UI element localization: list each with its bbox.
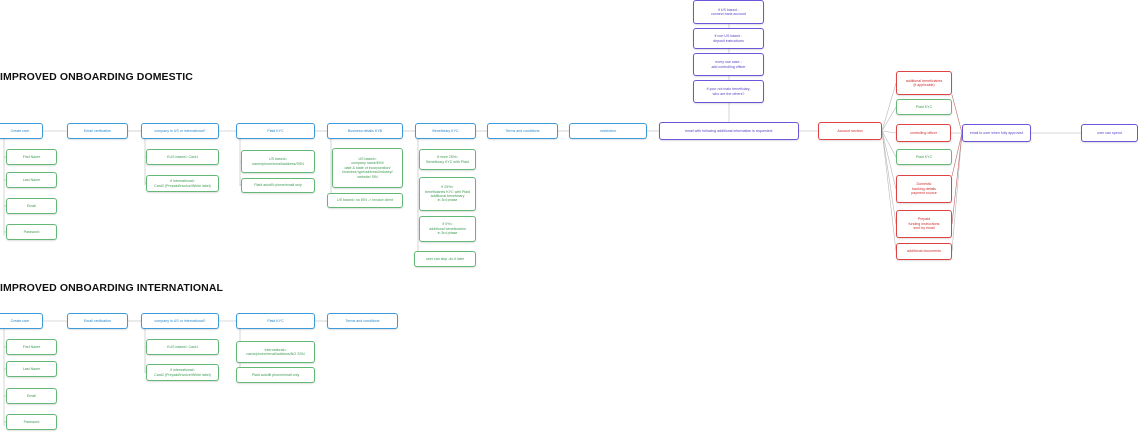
business-details-node[interactable]: Business details KYB <box>327 123 403 139</box>
plaid-autofill-node[interactable]: Plaid autofill phone/email only <box>241 178 315 193</box>
email-when-approved-node[interactable]: email to user when fully approved <box>962 124 1031 142</box>
international-section-title: IMPROVED ONBOARDING INTERNATIONAL <box>0 282 224 294</box>
last-name-node[interactable]: Last Name <box>6 172 57 188</box>
intl-us-based-card1-node[interactable]: if US based= Card1 <box>146 339 219 355</box>
email-node[interactable]: Email <box>6 198 57 214</box>
beneficiary-less-25-node[interactable]: if 25%< beneficiaries KYC with Plaid add… <box>419 177 476 211</box>
main-beneficiary-node[interactable]: if your not main beneficiary, who are th… <box>693 80 764 103</box>
password-node[interactable]: Password <box>6 224 57 240</box>
email-requested-node[interactable]: email with following additional informat… <box>659 122 799 140</box>
deposit-instructions-node[interactable]: if non US based - deposit instructions <box>693 28 764 49</box>
intl-international-plaid-node[interactable]: International= name/phone/email/address/… <box>236 341 315 363</box>
domestic-section-title: IMPROVED ONBOARDING DOMESTIC <box>0 71 193 83</box>
us-based-business-node[interactable]: US based= company name/EIN/ date & state… <box>332 148 403 188</box>
plaid-kyc-officer-node[interactable]: Plaid KYC <box>896 149 952 165</box>
intl-create-user-node[interactable]: Create user <box>0 313 43 329</box>
intl-terms-node[interactable]: Terms and conditions <box>327 313 398 329</box>
intl-plaid-kyc-node[interactable]: Plaid KYC <box>236 313 315 329</box>
controlling-officer-node[interactable]: controlling officer <box>896 124 951 142</box>
intl-international-card2-node[interactable]: if international= Card2 (Prepaid/Invoice… <box>146 364 219 381</box>
intl-password-node[interactable]: Password <box>6 414 57 430</box>
additional-beneficiaries-node[interactable]: additional beneficiaries (if applicable) <box>896 71 952 95</box>
intl-email-node[interactable]: Email <box>6 388 57 404</box>
us-based-card1-node[interactable]: if US based= Card1 <box>146 149 219 165</box>
user-can-skip-node[interactable]: user can skip -do it later <box>414 251 476 267</box>
intl-plaid-autofill-node[interactable]: Plaid autofill phone/email only <box>236 367 315 383</box>
us-based-no-ein-node[interactable]: US based= no EIN -> Invoice client <box>327 193 403 208</box>
first-name-node[interactable]: First Name <box>6 149 57 165</box>
email-verification-node[interactable]: Email verification <box>67 123 128 139</box>
additional-documents-node[interactable]: additional documents <box>896 243 952 260</box>
international-card2-node[interactable]: if international= Card2 (Prepaid/Invoice… <box>146 175 219 192</box>
intl-email-verification-node[interactable]: Email verification <box>67 313 128 329</box>
restriction-node[interactable]: restriction <box>569 123 647 139</box>
terms-node[interactable]: Terms and conditions <box>487 123 558 139</box>
user-can-spend-node[interactable]: user can spend <box>1081 124 1138 142</box>
controlling-officer-case-node[interactable]: every use case - add controlling officer <box>693 53 764 76</box>
connect-bank-node[interactable]: if US based - connect bank account <box>693 0 764 24</box>
beneficiary-more-25-node[interactable]: if more 25%= Beneficiary KYC with Plaid <box>419 149 476 170</box>
account-section-node[interactable]: Account section <box>818 122 882 140</box>
plaid-kyc-beneficiaries-node[interactable]: Plaid KYC <box>896 99 952 115</box>
intl-first-name-node[interactable]: First Name <box>6 339 57 355</box>
domestic-banking-node[interactable]: Domestic banking details payment source <box>896 175 952 203</box>
prepaid-funding-node[interactable]: Prepaid funding instructions sent by ema… <box>896 210 952 238</box>
intl-company-question-node[interactable]: company in US or international? <box>141 313 219 329</box>
intl-last-name-node[interactable]: Last Name <box>6 361 57 377</box>
create-user-node[interactable]: Create user <box>0 123 43 139</box>
plaid-kyc-node[interactable]: Plaid KYC <box>236 123 315 139</box>
company-question-node[interactable]: company in US or international? <box>141 123 219 139</box>
us-based-plaid-node[interactable]: US based= name/phone/email/address/SSN <box>241 150 315 173</box>
beneficiary-zero-node[interactable]: if 0%= additional beneficiaries in 3rd p… <box>419 216 476 242</box>
beneficiary-kyc-node[interactable]: Beneficiary KYC <box>415 123 476 139</box>
